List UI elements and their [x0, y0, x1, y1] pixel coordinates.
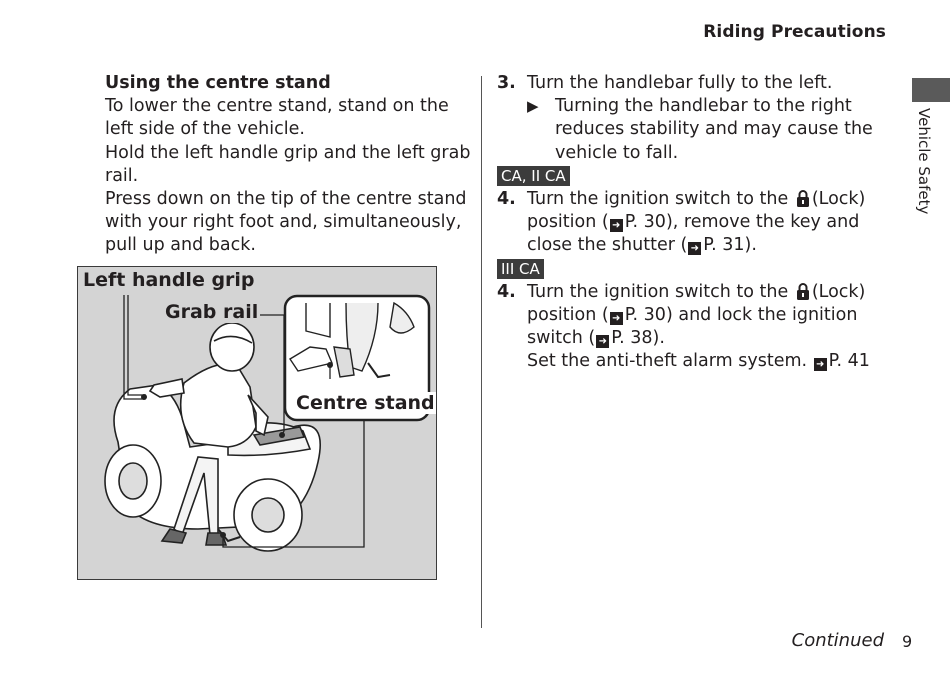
step-number: 3.	[497, 73, 516, 93]
step-text: (Lock) position (	[527, 189, 866, 233]
section-tab-marker	[912, 78, 950, 102]
page-reference-icon: ➜	[609, 219, 623, 233]
step-text: Turn the ignition switch to the	[527, 281, 789, 302]
page-number: 9	[902, 632, 913, 651]
model-tag-ca-iica: CA, II CA	[497, 165, 570, 186]
step-text: Turn the ignition switch to the	[527, 189, 789, 210]
anti-theft-line: Set the anti-theft alarm system. ➜P. 41	[527, 350, 897, 373]
left-column: Using the centre stand To lower the cent…	[105, 72, 475, 258]
step-4-iiica: 4. Turn the ignition switch to the (Lock…	[497, 281, 897, 374]
lock-icon	[796, 282, 809, 300]
page-reference-link[interactable]: P. 38).	[611, 328, 665, 349]
label-left-handle-grip: Left handle grip	[81, 269, 257, 291]
step-4-ca: 4. Turn the ignition switch to the (Lock…	[497, 188, 897, 258]
page-header-title: Riding Precautions	[703, 22, 886, 42]
step-number: 4.	[497, 189, 516, 210]
centre-stand-illustration: Left handle grip Grab rail Centre stand	[77, 266, 437, 580]
step-text: and lock the ignition switch (	[527, 305, 858, 349]
page-reference-icon: ➜	[688, 242, 702, 256]
step-number: 4.	[497, 281, 516, 302]
step-text: , remove the key and close the shutter (	[527, 212, 860, 256]
page-reference-link[interactable]: P. 30)	[624, 305, 673, 326]
page-reference-icon: ➜	[596, 335, 610, 349]
right-column: 3. Turn the handlebar fully to the left.…	[497, 72, 897, 374]
lock-icon	[796, 190, 809, 208]
page-reference-link[interactable]: P. 41	[828, 351, 870, 372]
note-text: Turning the handlebar to the right reduc…	[555, 96, 873, 163]
scooter-rider-drawing	[104, 294, 431, 552]
paragraph-lower-stand: To lower the centre stand, stand on the …	[105, 96, 449, 140]
section-heading: Using the centre stand	[105, 73, 331, 93]
page-reference-link[interactable]: P. 31).	[703, 235, 757, 256]
continued-label: Continued	[791, 630, 884, 651]
page-reference-icon: ➜	[609, 312, 623, 326]
triangle-arrow-icon: ▶	[527, 97, 539, 116]
paragraph-hold-grip: Hold the left handle grip and the left g…	[105, 142, 471, 186]
step-3: 3. Turn the handlebar fully to the left.	[497, 72, 897, 95]
model-tag-iiica: III CA	[497, 258, 544, 279]
step-3-note: ▶ Turning the handlebar to the right red…	[497, 95, 897, 165]
label-grab-rail: Grab rail	[163, 301, 261, 323]
step-text: (Lock) position (	[527, 281, 866, 326]
label-centre-stand: Centre stand	[295, 392, 436, 414]
page-reference-icon: ➜	[813, 358, 827, 372]
section-tab-label: Vehicle Safety	[915, 108, 933, 215]
step-text: Set the anti-theft alarm system.	[527, 351, 808, 372]
paragraph-press-stand: Press down on the tip of the centre stan…	[105, 189, 467, 256]
column-divider	[481, 76, 482, 628]
step-text: Turn the handlebar fully to the left.	[527, 73, 833, 93]
page-reference-link[interactable]: P. 30)	[624, 212, 673, 233]
